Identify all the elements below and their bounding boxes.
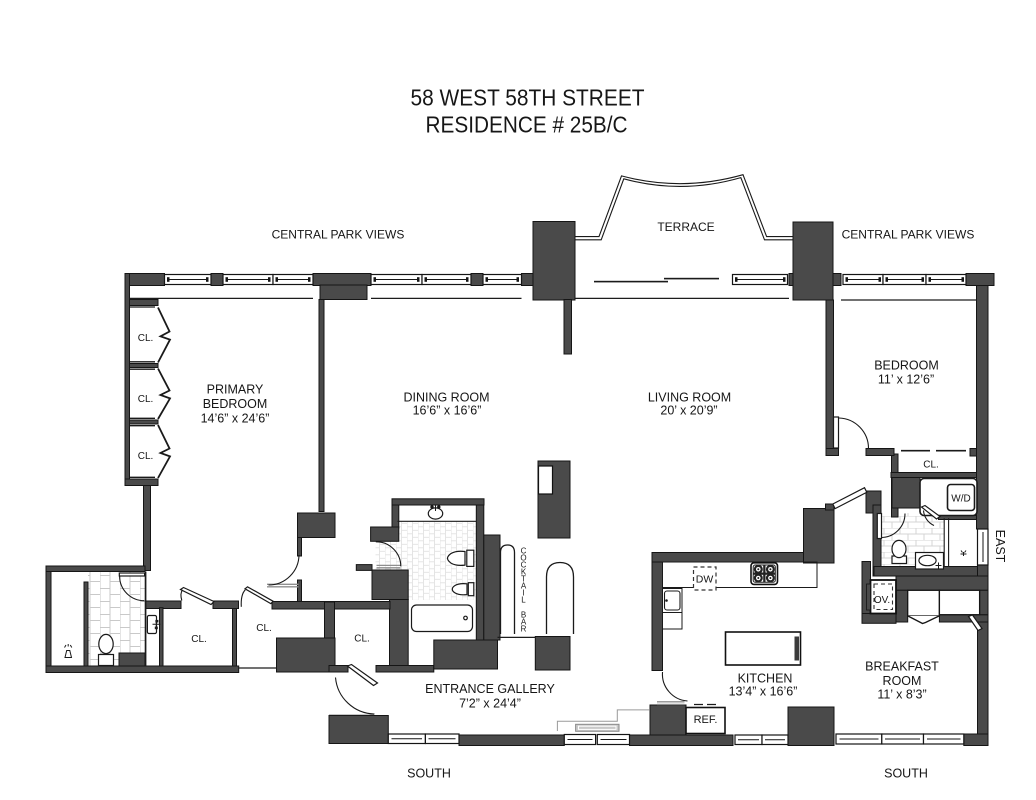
svg-text:14’6” x 24’6”: 14’6” x 24’6” <box>201 412 270 426</box>
svg-text:11’ x 12’6”: 11’ x 12’6” <box>878 373 934 387</box>
svg-text:K: K <box>521 568 527 577</box>
svg-text:W/D: W/D <box>951 494 970 505</box>
svg-text:ENTRANCE GALLERY: ENTRANCE GALLERY <box>425 682 555 696</box>
svg-text:20’ x 20’9”: 20’ x 20’9” <box>660 404 717 418</box>
svg-text:DW: DW <box>696 574 714 586</box>
svg-text:I: I <box>522 589 524 598</box>
svg-text:KITCHEN: KITCHEN <box>738 672 793 686</box>
svg-text:BEDROOM: BEDROOM <box>874 359 939 373</box>
svg-text:C: C <box>521 561 527 570</box>
svg-text:58 WEST 58TH STREET: 58 WEST 58TH STREET <box>411 85 645 111</box>
svg-text:OV.: OV. <box>874 595 890 606</box>
svg-text:CL.: CL. <box>138 333 154 344</box>
svg-text:C: C <box>521 547 527 556</box>
svg-text:16’6” x 16’6”: 16’6” x 16’6” <box>413 404 482 418</box>
svg-text:CL.: CL. <box>138 394 154 405</box>
svg-text:REF.: REF. <box>694 714 718 726</box>
svg-text:CL.: CL. <box>191 634 207 645</box>
svg-text:CL.: CL. <box>354 634 370 645</box>
svg-text:A: A <box>521 618 527 627</box>
svg-text:CL.: CL. <box>256 623 272 634</box>
svg-text:13’4” x 16’6”: 13’4” x 16’6” <box>729 685 798 699</box>
svg-text:11’ x 8’3”: 11’ x 8’3” <box>877 688 926 702</box>
svg-text:CL.: CL. <box>138 451 154 462</box>
svg-text:R: R <box>521 625 527 634</box>
svg-text:BREAKFAST: BREAKFAST <box>865 660 939 674</box>
svg-text:L: L <box>521 596 526 605</box>
svg-text:EAST: EAST <box>993 530 1007 563</box>
svg-text:CL.: CL. <box>923 460 939 471</box>
svg-text:TERRACE: TERRACE <box>657 220 714 234</box>
svg-text:BEDROOM: BEDROOM <box>203 397 268 411</box>
svg-text:ROOM: ROOM <box>883 674 922 688</box>
svg-text:SOUTH: SOUTH <box>884 767 928 781</box>
svg-text:A: A <box>521 582 527 591</box>
svg-text:DINING ROOM: DINING ROOM <box>403 391 489 405</box>
svg-text:PRIMARY: PRIMARY <box>207 383 264 397</box>
svg-text:CENTRAL PARK VIEWS: CENTRAL PARK VIEWS <box>842 228 975 242</box>
svg-text:SOUTH: SOUTH <box>407 767 451 781</box>
svg-text:B: B <box>521 611 526 620</box>
svg-text:7’2” x 24’4”: 7’2” x 24’4” <box>459 697 521 711</box>
svg-text:T: T <box>521 575 526 584</box>
svg-text:O: O <box>520 554 526 563</box>
svg-text:RESIDENCE # 25B/C: RESIDENCE # 25B/C <box>426 112 628 138</box>
svg-text:CENTRAL PARK VIEWS: CENTRAL PARK VIEWS <box>272 228 405 242</box>
svg-text:LIVING ROOM: LIVING ROOM <box>648 391 731 405</box>
